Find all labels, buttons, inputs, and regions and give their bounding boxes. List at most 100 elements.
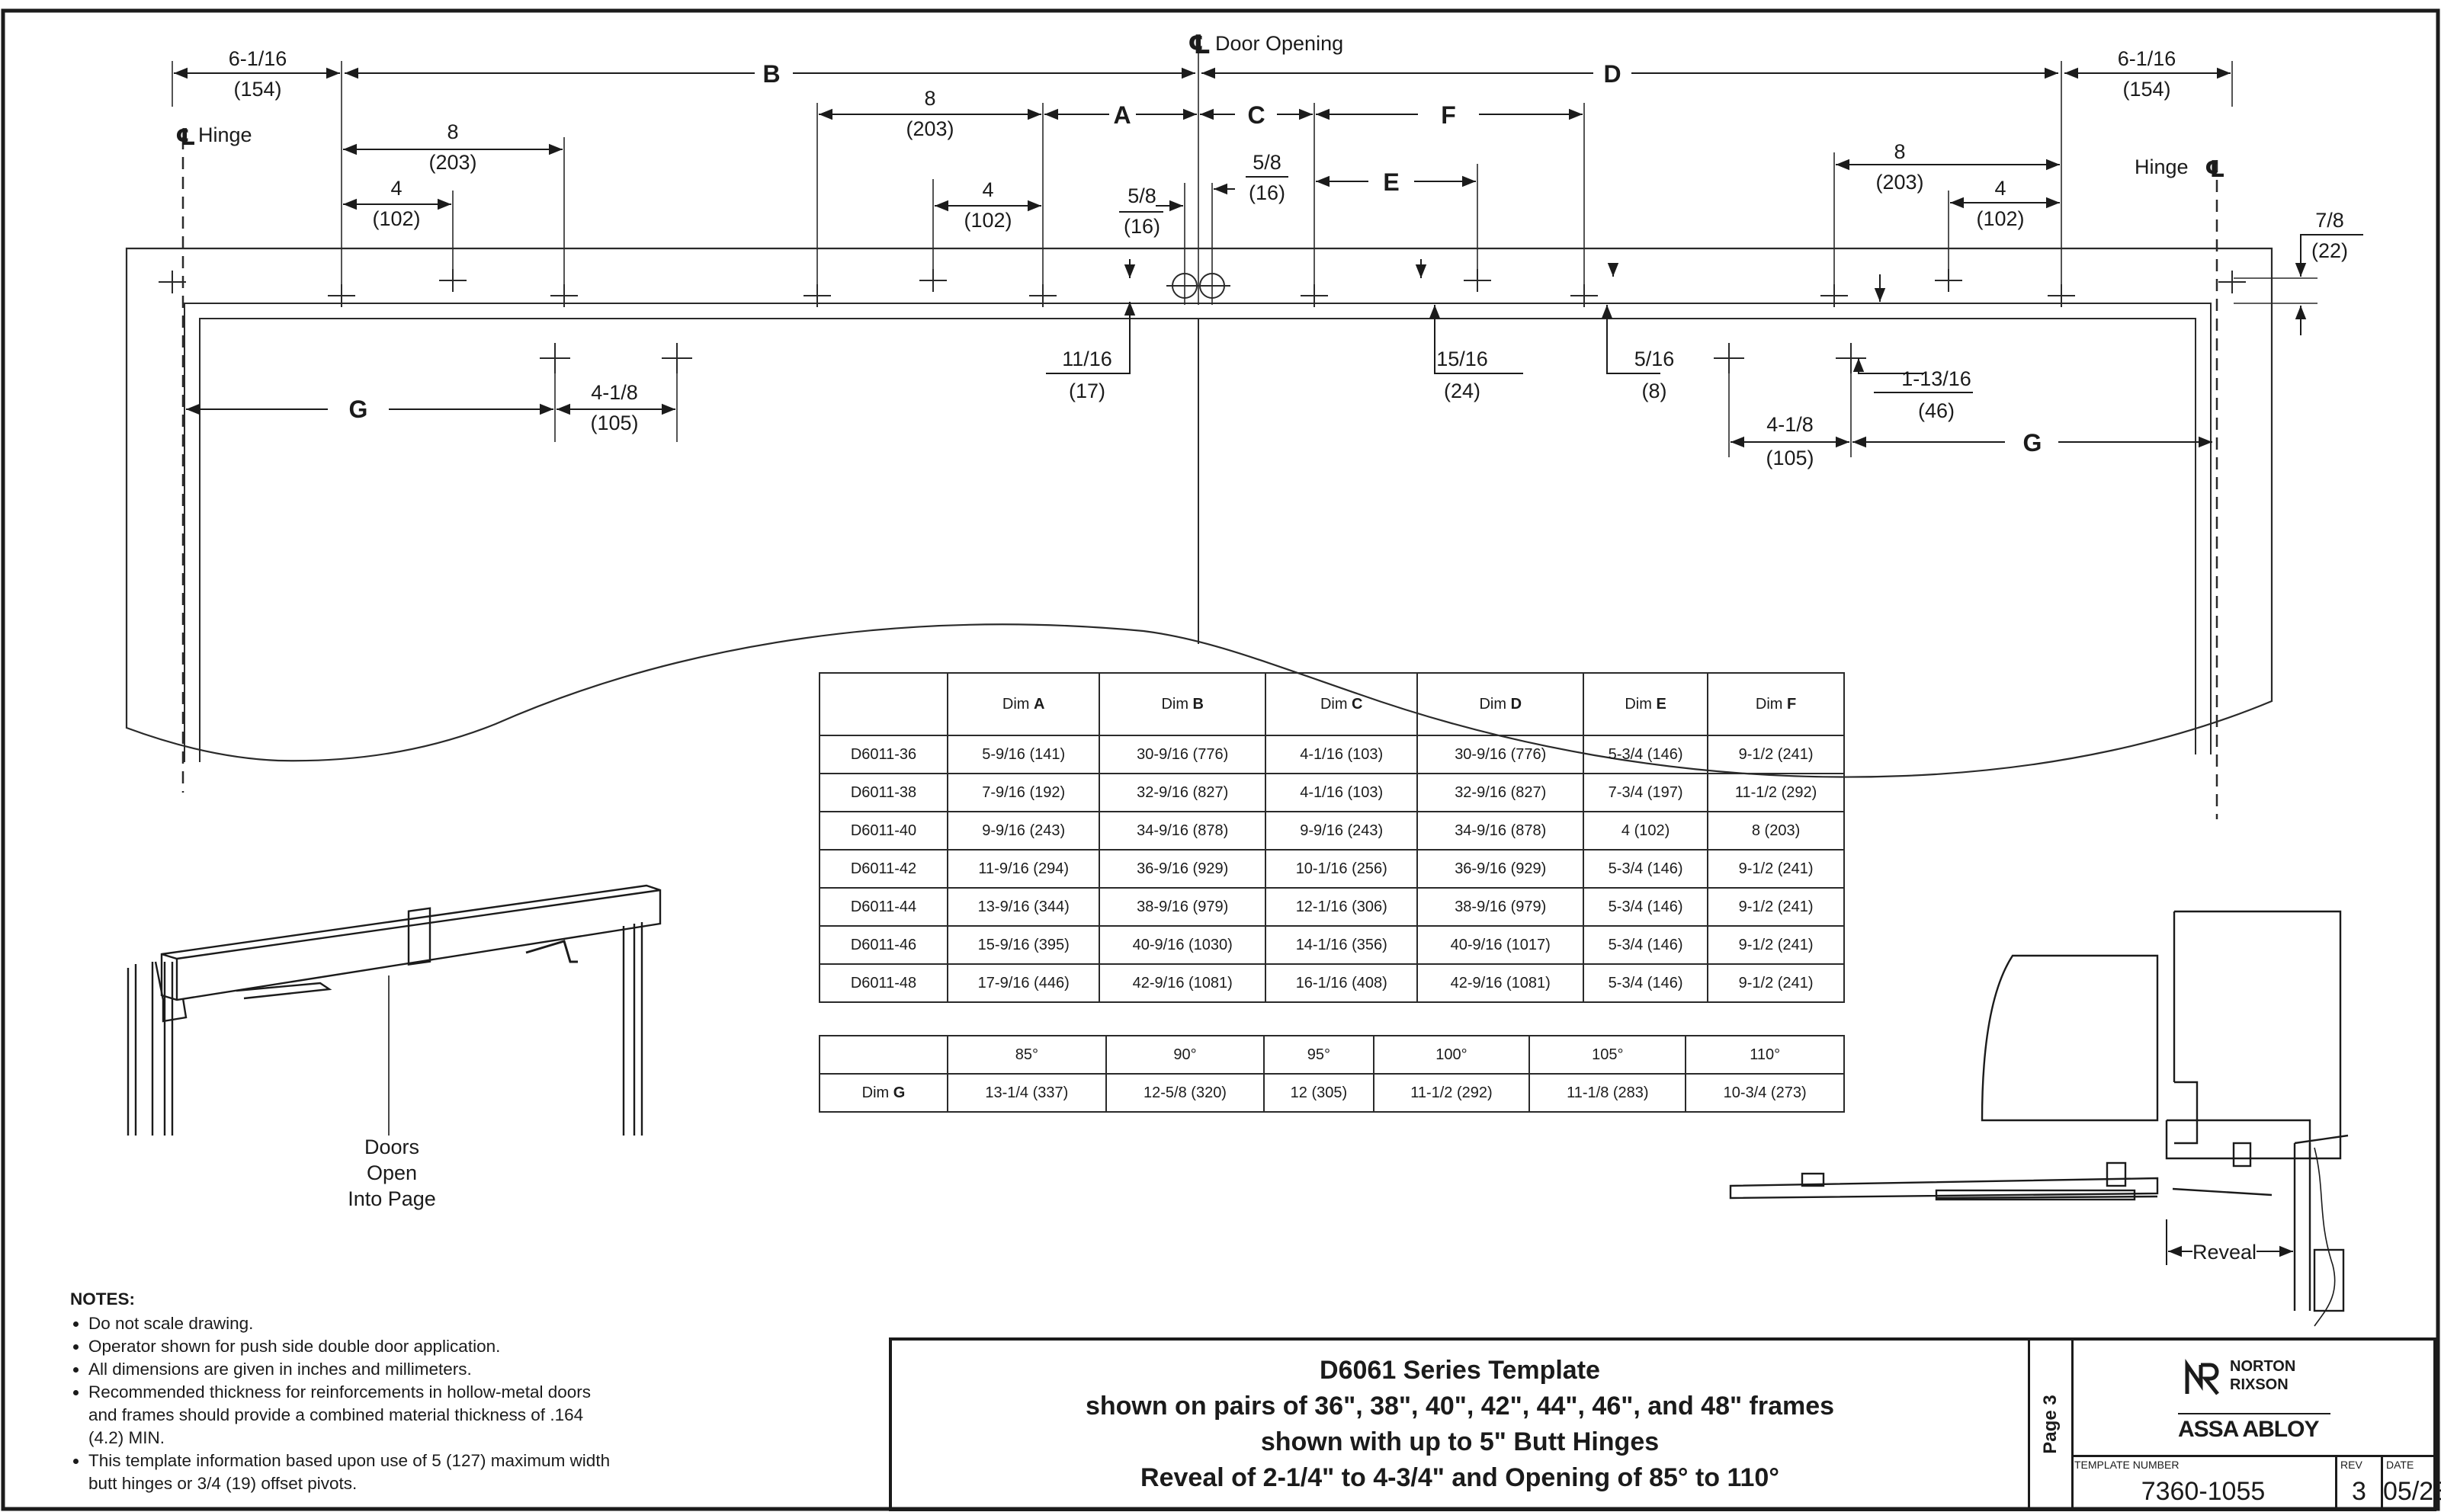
dim-text: (102) xyxy=(1976,207,2024,230)
doors-caption-line: Doors xyxy=(364,1136,419,1158)
notes-list: Do not scale drawing. Operator shown for… xyxy=(70,1312,619,1495)
dim-text: (102) xyxy=(964,209,1012,232)
table-cell: 36-9/16 (929) xyxy=(1416,849,1585,889)
angle-cell: 100° xyxy=(1372,1035,1531,1075)
dim-text: (46) xyxy=(1918,399,1955,422)
angle-cell: 110° xyxy=(1685,1035,1845,1075)
dim-text: 15/16 xyxy=(1436,348,1488,370)
hole-marker xyxy=(1820,284,1848,307)
dim-text: (203) xyxy=(428,151,476,174)
dim-text: 11/16 xyxy=(1062,348,1112,370)
centerline-symbol: ℄ xyxy=(2205,157,2225,182)
table-cell: 40-9/16 (1017) xyxy=(1416,925,1585,965)
dim-text: 8 xyxy=(447,120,458,143)
hole-marker xyxy=(1029,284,1057,307)
dim-text: 7/8 xyxy=(2315,209,2344,232)
table-header-cell: Dim A xyxy=(946,672,1101,736)
table-cell: 42-9/16 (1081) xyxy=(1099,963,1267,1003)
dim-text: (203) xyxy=(1875,171,1923,194)
table-cell: 4-1/16 (103) xyxy=(1265,735,1419,774)
hole-marker xyxy=(919,269,947,292)
table-cell: 40-9/16 (1030) xyxy=(1099,925,1267,965)
dim-text: (16) xyxy=(1249,181,1285,204)
table-cell: 12-1/16 (306) xyxy=(1265,887,1419,927)
table-cell: 13-9/16 (344) xyxy=(946,887,1101,927)
angle-cell: 105° xyxy=(1528,1035,1687,1075)
brand-logo: NORTON RIXSON ASSA ABLOY xyxy=(2071,1341,2437,1455)
reveal-label: Reveal xyxy=(2192,1241,2257,1264)
fraction-bars xyxy=(1046,176,2363,393)
template-number: 7360-1055 xyxy=(2141,1477,2266,1506)
hole-marker xyxy=(439,269,467,292)
dim-text: (105) xyxy=(1766,447,1814,469)
table-cell: 30-9/16 (776) xyxy=(1416,735,1585,774)
table-cell: 9-1/2 (241) xyxy=(1707,887,1845,927)
table-cell: 30-9/16 (776) xyxy=(1099,735,1267,774)
dim-text: (154) xyxy=(233,78,281,101)
hole-marker xyxy=(2048,284,2075,307)
table-cell: 5-3/4 (146) xyxy=(1583,963,1709,1003)
table-cell: 7-9/16 (192) xyxy=(946,773,1101,812)
dim-letter-d: D xyxy=(1603,60,1621,88)
revision-cell: REV 3 xyxy=(2335,1455,2381,1508)
table-header-cell: Dim F xyxy=(1707,672,1845,736)
table-cell: 9-1/2 (241) xyxy=(1707,735,1845,774)
dim-text: 4 xyxy=(390,177,402,200)
table-cell: 5-3/4 (146) xyxy=(1583,849,1709,889)
table-cell: 32-9/16 (827) xyxy=(1416,773,1585,812)
hole-marker xyxy=(1464,269,1491,292)
title-line: shown on pairs of 36", 38", 40", 42", 44… xyxy=(1085,1392,1835,1421)
table-cell: 11-9/16 (294) xyxy=(946,849,1101,889)
note-item: Operator shown for push side double door… xyxy=(88,1335,619,1358)
table-cell: 8 (203) xyxy=(1707,811,1845,850)
doors-caption-line: Into Page xyxy=(348,1187,436,1210)
angle-header-row: 85° 90° 95° 100° 105° 110° xyxy=(819,1035,1845,1075)
doors-caption-line: Open xyxy=(367,1161,417,1184)
table-cell: 14-1/16 (356) xyxy=(1265,925,1419,965)
table-cell: 13-1/4 (337) xyxy=(947,1073,1107,1113)
dim-text: 4 xyxy=(1994,177,2006,200)
table-header-cell: Dim C xyxy=(1265,672,1419,736)
table-cell: 15-9/16 (395) xyxy=(946,925,1101,965)
dim-text: 8 xyxy=(1894,140,1905,163)
extension-lines xyxy=(172,46,2318,457)
parent-brand: ASSA ABLOY xyxy=(2178,1417,2319,1442)
date-cell: DATE 05/23 xyxy=(2381,1455,2441,1508)
hole-marker xyxy=(328,284,355,307)
template-number-label: TEMPLATE NUMBER xyxy=(2074,1459,2180,1471)
template-outline xyxy=(125,247,2273,778)
brand-name: NORTON RIXSON xyxy=(2230,1357,2295,1394)
dim-text: 6-1/16 xyxy=(2118,47,2176,70)
model-cell: D6011-38 xyxy=(819,773,948,812)
table-cell: 4-1/16 (103) xyxy=(1265,773,1419,812)
table-cell: 5-9/16 (141) xyxy=(946,735,1101,774)
dim-letter-g-left: G xyxy=(349,396,368,423)
title-line: D6061 Series Template xyxy=(1320,1356,1600,1385)
reveal-dimension xyxy=(2166,1219,2293,1265)
mounting-holes xyxy=(159,269,2246,373)
door-opening-label: Door Opening xyxy=(1215,32,1343,55)
table-cell: 11-1/2 (292) xyxy=(1372,1073,1531,1113)
table-cell: 9-9/16 (243) xyxy=(946,811,1101,850)
angle-row-label: Dim G xyxy=(819,1073,948,1113)
dim-text: (16) xyxy=(1124,215,1160,238)
dim-letter-e: E xyxy=(1383,168,1399,196)
table-cell: 10-1/16 (256) xyxy=(1265,849,1419,889)
model-cell: D6011-36 xyxy=(819,735,948,774)
norton-rixson-logo-icon xyxy=(2185,1359,2219,1395)
dim-text: (154) xyxy=(2122,78,2170,101)
centerline-symbol: ℄ xyxy=(1188,30,1211,59)
doors-caption: Doors Open Into Page xyxy=(348,1136,436,1210)
hole-marker xyxy=(550,284,578,307)
table-cell: 38-9/16 (979) xyxy=(1416,887,1585,927)
table-cell: 9-1/2 (241) xyxy=(1707,963,1845,1003)
hole-marker xyxy=(1301,284,1328,307)
notes-section: NOTES: Do not scale drawing. Operator sh… xyxy=(70,1288,619,1495)
model-cell: D6011-44 xyxy=(819,887,948,927)
table-cell: 9-1/2 (241) xyxy=(1707,925,1845,965)
dim-text: 4 xyxy=(982,178,993,201)
